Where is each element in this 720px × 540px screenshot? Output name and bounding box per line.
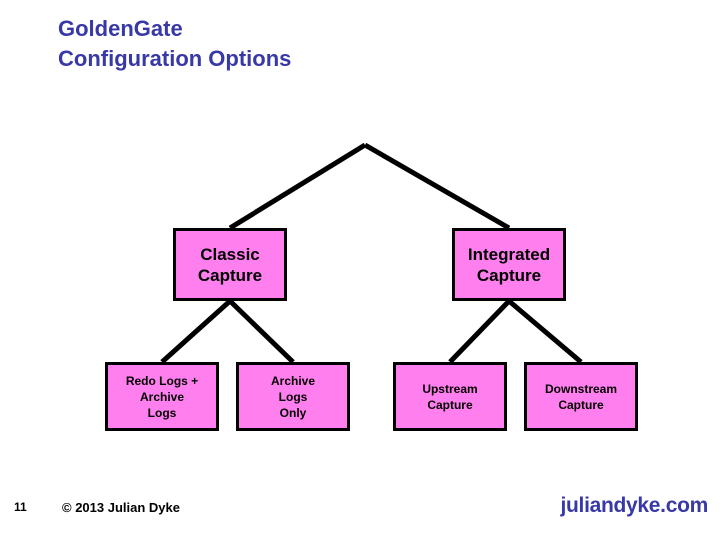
node-downstream-capture-label: Downstream Capture [544, 381, 618, 412]
connector-classic-to-redo-archive [160, 299, 232, 364]
node-archive-logs-only-label: Archive Logs Only [270, 373, 316, 420]
node-redo-logs-plus-archive-logs[interactable]: Redo Logs + Archive Logs [105, 362, 219, 431]
node-upstream-capture-label: Upstream Capture [422, 381, 478, 412]
connector-integrated-to-downstream [507, 299, 583, 364]
page-number: 11 [14, 500, 27, 514]
node-integrated-capture-label: Integrated Capture [467, 244, 551, 285]
configuration-options-diagram: Classic Capture Integrated Capture Redo … [105, 142, 638, 431]
connector-classic-to-archive-only [228, 299, 295, 364]
connector-root-to-classic [228, 142, 367, 231]
site-logo: juliandyke.com [560, 494, 708, 517]
page-title: GoldenGate Configuration Options [58, 14, 618, 74]
slide-footer: 11 © 2013 Julian Dyke juliandyke.com [0, 486, 720, 540]
node-classic-capture[interactable]: Classic Capture [173, 228, 287, 301]
page-title-line-2: Configuration Options [58, 46, 292, 71]
copyright-notice: © 2013 Julian Dyke [62, 500, 180, 515]
node-redo-logs-plus-archive-logs-label: Redo Logs + Archive Logs [125, 373, 199, 420]
node-integrated-capture[interactable]: Integrated Capture [452, 228, 566, 301]
node-upstream-capture[interactable]: Upstream Capture [393, 362, 507, 431]
connector-root-to-integrated [363, 142, 511, 231]
node-classic-capture-label: Classic Capture [197, 244, 263, 285]
page-title-line-1: GoldenGate [58, 16, 183, 41]
node-downstream-capture[interactable]: Downstream Capture [524, 362, 638, 431]
node-archive-logs-only[interactable]: Archive Logs Only [236, 362, 350, 431]
connector-integrated-to-upstream [448, 299, 511, 364]
